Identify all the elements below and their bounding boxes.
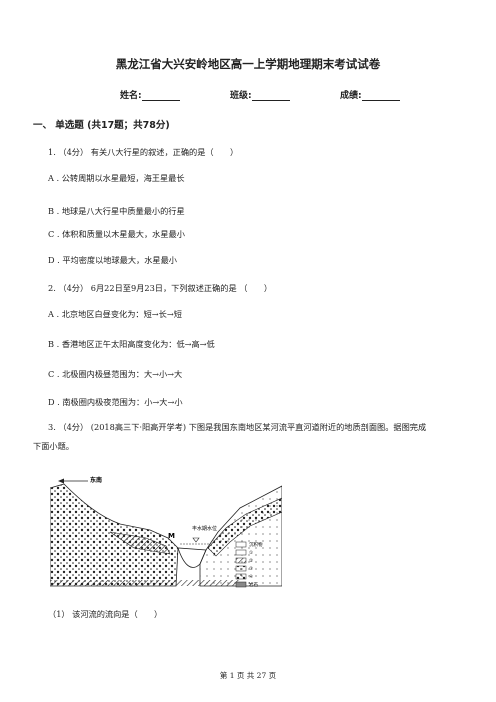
legend-swatch-2 bbox=[235, 549, 247, 556]
legend-swatch-5 bbox=[235, 573, 247, 580]
class-label: 班级: bbox=[230, 91, 252, 101]
right-bank-sediment bbox=[207, 497, 282, 557]
class-blank bbox=[251, 91, 290, 101]
legend-label-3: ② bbox=[249, 558, 253, 564]
legend-swatch-1 bbox=[235, 541, 247, 548]
question-2-option-c: C . 北极圈内极昼范围为：大→小→大 bbox=[48, 369, 183, 379]
bedrock-strip bbox=[50, 580, 240, 586]
name-field: 姓名: bbox=[120, 88, 180, 101]
legend-label-6: 岩石 bbox=[249, 581, 258, 588]
question-2-option-d: D . 南极圈内极夜范围为：小→大→小 bbox=[48, 397, 183, 407]
class-field: 班级: bbox=[230, 88, 290, 101]
direction-arrow-icon bbox=[58, 478, 64, 484]
score-field: 成绩: bbox=[340, 88, 400, 101]
question-1-option-d: D . 平均密度以地球最大，水星最小 bbox=[48, 255, 177, 265]
page-footer: 第 1 页 共 27 页 bbox=[219, 671, 277, 680]
question-1-option-a: A . 公转周期以水星最短，海王星最长 bbox=[48, 173, 185, 183]
section-heading: 一、 单选题 (共17题；共78分) bbox=[33, 120, 170, 131]
question-1-option-c: C . 体积和质量以木星最大，水星最小 bbox=[48, 229, 185, 239]
label-east: 东南 bbox=[90, 476, 102, 484]
left-bank-hatched-layer bbox=[109, 531, 171, 555]
legend-swatch-6 bbox=[235, 581, 247, 588]
name-blank bbox=[141, 91, 180, 101]
legend-label-2: ① bbox=[249, 550, 253, 556]
label-water-level: 丰水期水位 bbox=[192, 525, 217, 532]
label-m: M bbox=[168, 532, 175, 540]
geology-cross-section-figure: 东南 M 丰水期水位 沉积物 ① ② ③ ④ 岩石 bbox=[50, 476, 282, 588]
legend-swatch-4 bbox=[235, 565, 247, 572]
question-3-sub-1: （1） 该河流的流向是（ ） bbox=[48, 609, 163, 619]
name-label: 姓名: bbox=[120, 91, 142, 101]
question-3-stem: 3. （4分） (2018高三下·阳高开学考) 下图是我国东南地区某河流平直河道… bbox=[48, 422, 427, 432]
score-blank bbox=[361, 91, 400, 101]
question-3-stem-cont: 下面小题。 bbox=[33, 441, 74, 451]
question-2-stem: 2. （4分） 6月22日至9月23日，下列叙述正确的是 （ ） bbox=[48, 283, 273, 293]
legend-label-4: ③ bbox=[249, 566, 253, 572]
score-label: 成绩: bbox=[340, 91, 362, 101]
legend-label-1: 沉积物 bbox=[249, 541, 263, 548]
question-2-option-a: A . 北京地区白昼变化为：短→长→短 bbox=[48, 309, 182, 319]
figure-legend: 沉积物 ① ② ③ ④ 岩石 bbox=[235, 541, 263, 588]
question-1-stem: 1. （4分） 有关八大行星的叙述，正确的是（ ） bbox=[48, 147, 239, 157]
question-2-option-b: B . 香港地区正午太阳高度变化为：低→高→低 bbox=[48, 339, 215, 349]
water-level-marker-icon bbox=[192, 537, 200, 543]
legend-label-5: ④ bbox=[249, 574, 253, 580]
legend-swatch-3 bbox=[235, 557, 247, 564]
question-1-option-b: B . 地球是八大行星中质量最小的行星 bbox=[48, 206, 185, 216]
page-title: 黑龙江省大兴安岭地区高一上学期地理期末考试试卷 bbox=[115, 57, 381, 71]
